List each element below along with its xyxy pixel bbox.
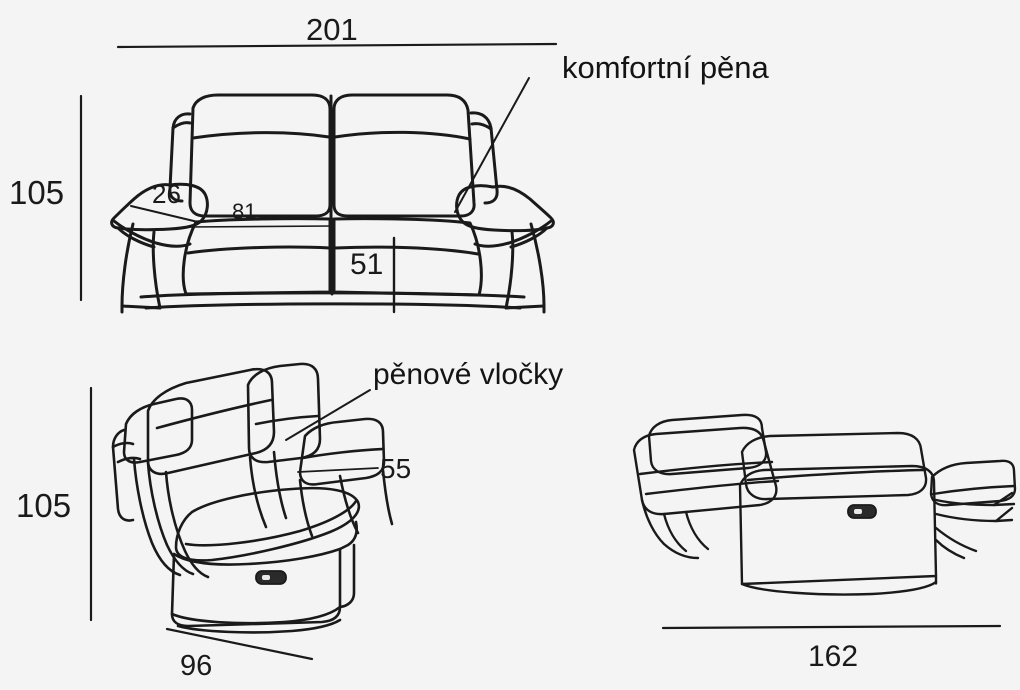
dimension-value-length-162: 162: [808, 640, 859, 673]
recliner-control-button-perspective: [255, 570, 287, 585]
dimension-value-height-105-front: 105: [9, 174, 65, 211]
dimension-line-55: [297, 467, 379, 473]
recliner-control-button-reclined: [847, 504, 877, 519]
dimension-line-width-201: [116, 42, 558, 49]
dimension-line-depth-96: [165, 627, 314, 661]
sofa-reclined-side-view: [632, 413, 1017, 596]
sofa-front-elevation: [110, 93, 555, 314]
leader-line-26: [130, 205, 199, 223]
dimension-line-81: [183, 225, 333, 228]
annotation-foam-flakes: pěnové vločky: [373, 358, 564, 391]
dimension-value-seat-depth-55: 55: [380, 453, 412, 484]
annotation-comfort-foam: komfortní pěna: [562, 50, 769, 85]
dimension-value-seat-width-81: 81: [232, 199, 257, 224]
dimension-value-armrest-26: 26: [152, 179, 181, 209]
sofa-perspective-view: [111, 362, 394, 634]
dimension-line-length-162: [661, 624, 1002, 630]
dimension-value-depth-96: 96: [180, 650, 213, 682]
dimension-value-height-105-perspective: 105: [16, 487, 72, 524]
leader-line-comfort-foam: [454, 77, 530, 213]
dimension-value-width-201: 201: [306, 12, 358, 47]
leader-line-foam-flakes: [285, 389, 371, 441]
dimension-value-seat-height-51: 51: [350, 248, 384, 281]
